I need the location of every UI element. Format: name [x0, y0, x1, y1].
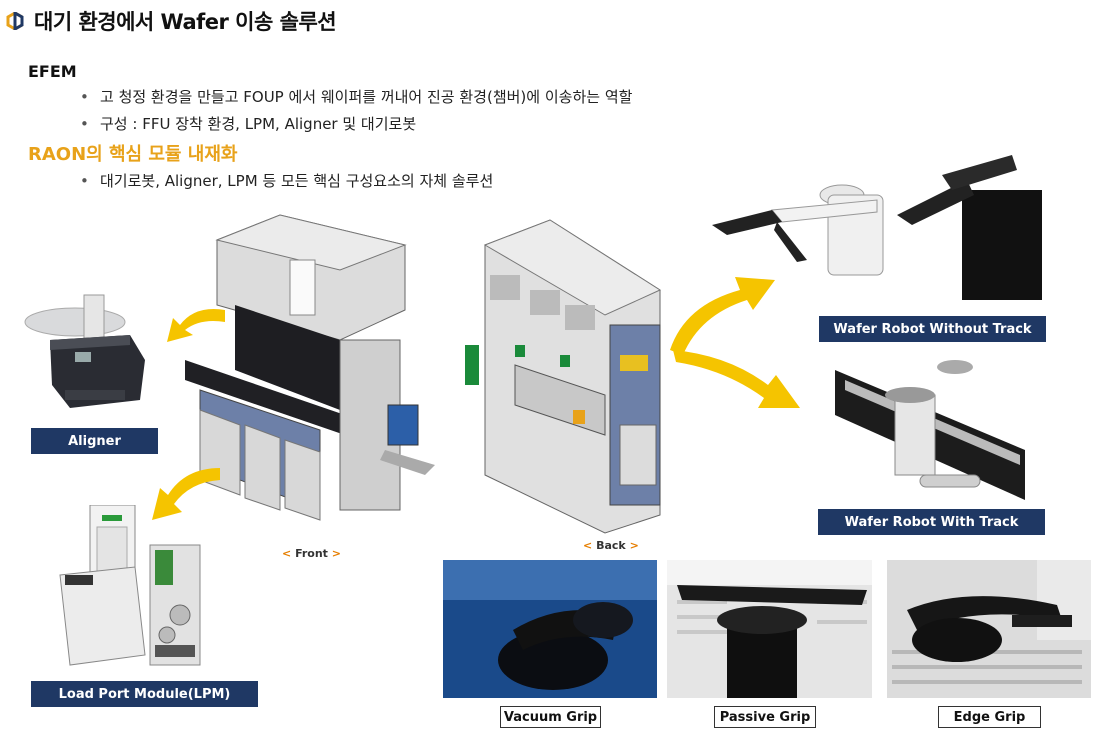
- arrow-to-lpm-icon: [152, 468, 220, 520]
- front-caption: < Front >: [282, 547, 342, 560]
- raon-bullet-1: •대기로봇, Aligner, LPM 등 모든 핵심 구성요소의 자체 솔루션: [80, 172, 494, 190]
- hexagon-logo-icon: [6, 12, 24, 30]
- page-title: 대기 환경에서 Wafer 이송 솔루션: [34, 10, 337, 34]
- efem-heading: EFEM: [28, 62, 77, 81]
- raon-heading: RAON의 핵심 모듈 내재화: [28, 144, 238, 165]
- vacuum-grip-label: Vacuum Grip: [500, 706, 601, 728]
- arrow-to-robot-no-track-icon: [670, 277, 775, 355]
- efem-back-image: [455, 215, 695, 535]
- edge-grip-photo: [887, 560, 1091, 698]
- efem-bullet-2: •구성 : FFU 장착 환경, LPM, Aligner 및 대기로봇: [80, 115, 417, 133]
- aligner-label: Aligner: [31, 428, 158, 454]
- arrow-to-aligner-icon: [167, 309, 225, 342]
- passive-grip-label: Passive Grip: [714, 706, 816, 728]
- efem-front-image: [180, 210, 440, 540]
- passive-grip-photo: [667, 560, 872, 698]
- aligner-image: [20, 290, 160, 420]
- edge-grip-label: Edge Grip: [938, 706, 1041, 728]
- robot-track-image: [835, 355, 1030, 505]
- robot-no-track-image: [712, 150, 1092, 300]
- robot-track-label: Wafer Robot With Track: [818, 509, 1045, 535]
- robot-no-track-label: Wafer Robot Without Track: [819, 316, 1046, 342]
- vacuum-grip-photo: [443, 560, 657, 698]
- arrow-to-robot-track-icon: [673, 350, 800, 408]
- lpm-image: [55, 505, 225, 673]
- lpm-label: Load Port Module(LPM): [31, 681, 258, 707]
- back-caption: < Back >: [583, 539, 639, 552]
- efem-bullet-1: •고 청정 환경을 만들고 FOUP 에서 웨이퍼를 꺼내어 진공 환경(챔버)…: [80, 88, 633, 106]
